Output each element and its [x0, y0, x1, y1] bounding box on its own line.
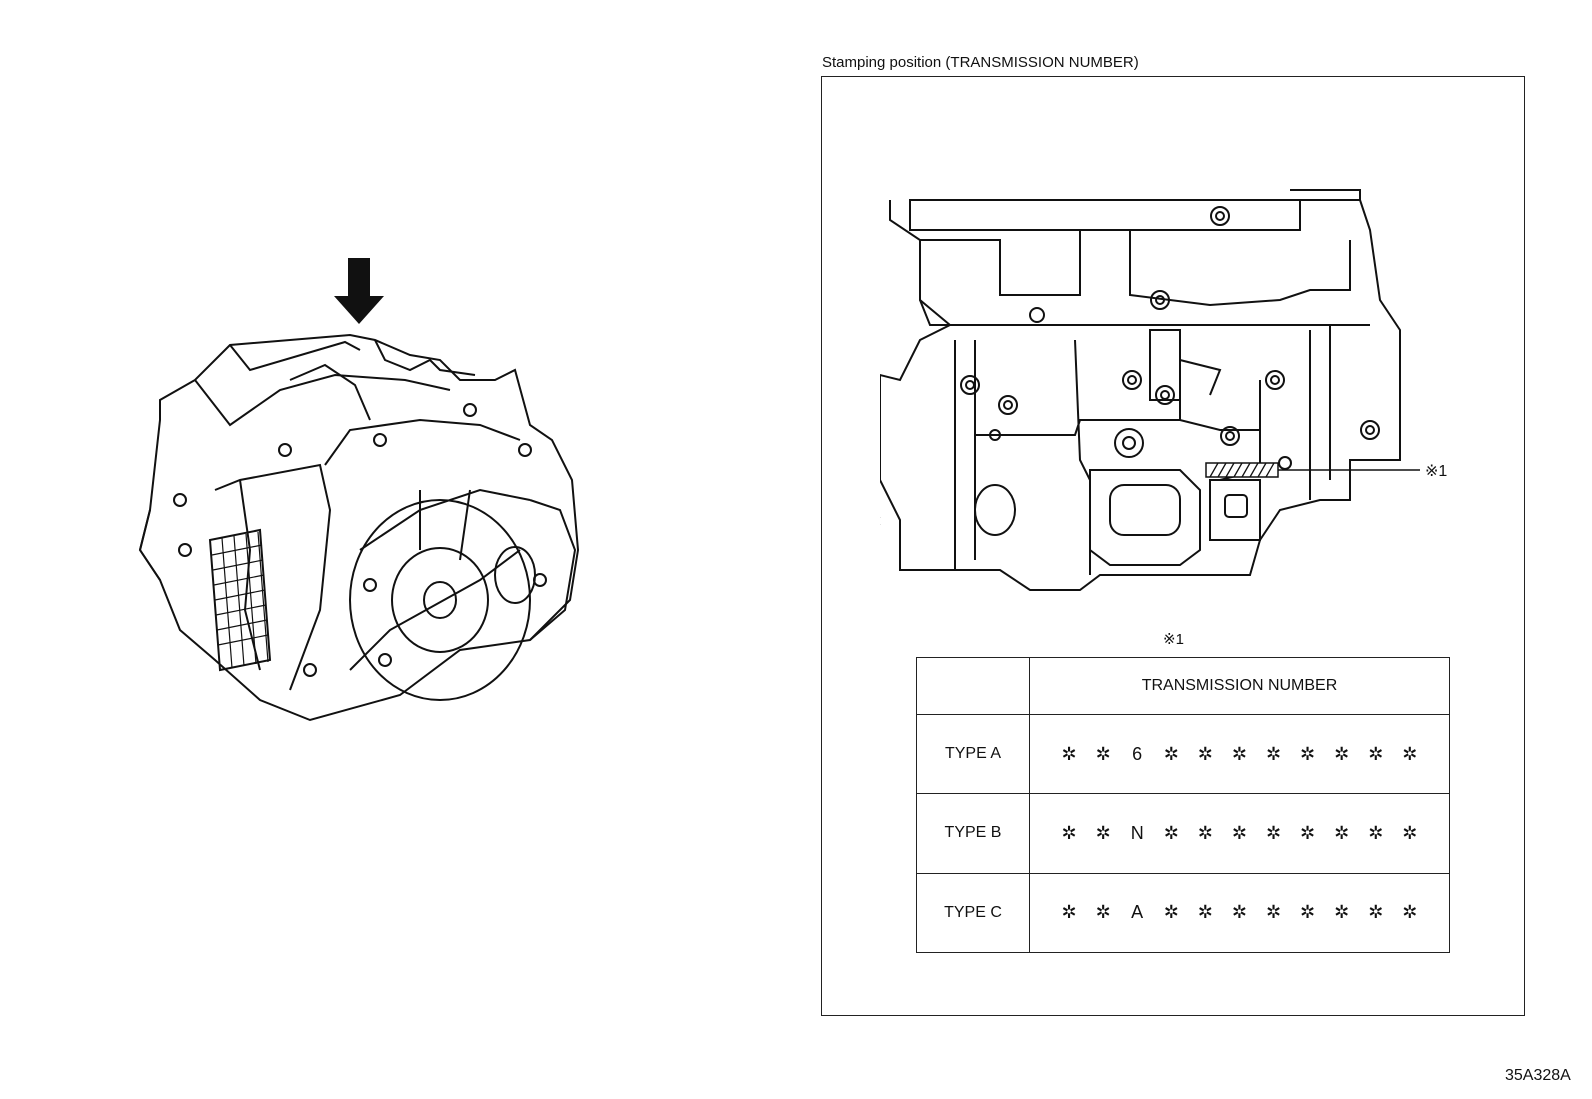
- digit: ✲: [1300, 902, 1316, 923]
- digit: ✲: [1334, 822, 1350, 843]
- type-label: TYPE B: [916, 793, 1030, 874]
- digit: ✲: [1368, 822, 1384, 843]
- digit: ✲: [1265, 743, 1282, 764]
- digit: ✲: [1197, 743, 1213, 764]
- digit: ✲: [1334, 902, 1350, 923]
- digit: ✲: [1095, 902, 1111, 923]
- digit: ✲: [1061, 743, 1077, 764]
- transmission-side-view-drawing: ※1: [880, 189, 1447, 591]
- digit: N: [1130, 822, 1144, 843]
- table-row: TYPE A ✲ ✲ 6 ✲ ✲ ✲ ✲ ✲ ✲ ✲ ✲: [916, 713, 1450, 795]
- type-label: TYPE A: [916, 713, 1030, 795]
- stamping-position-caption: Stamping position (TRANSMISSION NUMBER): [822, 54, 1139, 71]
- digit: 6: [1132, 743, 1143, 764]
- digit: ✲: [1402, 902, 1418, 923]
- digit: ✲: [1265, 822, 1282, 843]
- digit: ✲: [1231, 743, 1247, 764]
- digit: ✲: [1368, 743, 1384, 764]
- digit: ✲: [1197, 902, 1213, 923]
- table-header-row: TRANSMISSION NUMBER: [916, 657, 1450, 715]
- callout-marker: ※1: [1425, 463, 1447, 480]
- digit-pattern: ✲ ✲ N ✲ ✲ ✲ ✲ ✲ ✲ ✲ ✲: [1029, 793, 1450, 874]
- digit: ✲: [1402, 822, 1418, 843]
- empty-header-cell: [916, 657, 1030, 715]
- digit: ✲: [1334, 743, 1350, 764]
- digit: ✲: [1300, 822, 1316, 843]
- transmission-number-table: TRANSMISSION NUMBER TYPE A ✲ ✲ 6 ✲ ✲ ✲ ✲…: [916, 657, 1450, 954]
- digit: ✲: [1265, 902, 1282, 923]
- digit: ✲: [1095, 822, 1111, 843]
- digit-pattern: ✲ ✲ 6 ✲ ✲ ✲ ✲ ✲ ✲ ✲ ✲: [1029, 713, 1450, 795]
- digit: ✲: [1231, 822, 1247, 843]
- table-row: TYPE B ✲ ✲ N ✲ ✲ ✲ ✲ ✲ ✲ ✲ ✲: [916, 793, 1450, 874]
- hatched-stamp-area-icon: [1205, 462, 1279, 478]
- digit: ✲: [1061, 822, 1077, 843]
- digit: ✲: [1197, 822, 1213, 843]
- down-arrow-icon: [334, 258, 384, 324]
- digit-pattern: ✲ ✲ A ✲ ✲ ✲ ✲ ✲ ✲ ✲ ✲: [1029, 872, 1450, 954]
- digit: ✲: [1061, 902, 1077, 923]
- digit: ✲: [1163, 902, 1179, 923]
- transmission-number-header: TRANSMISSION NUMBER: [1029, 657, 1450, 715]
- detail-frame: [821, 76, 1525, 1016]
- type-label: TYPE C: [916, 872, 1030, 954]
- table-row: TYPE C ✲ ✲ A ✲ ✲ ✲ ✲ ✲ ✲ ✲ ✲: [916, 872, 1450, 954]
- digit: A: [1131, 902, 1144, 923]
- digit: ✲: [1163, 743, 1179, 764]
- figure-code: 35A328A: [1505, 1067, 1571, 1084]
- transmission-assembly-drawing: [138, 258, 580, 722]
- digit: ✲: [1095, 743, 1111, 764]
- digit: ✲: [1231, 902, 1247, 923]
- digit: ✲: [1300, 743, 1316, 764]
- digit: ✲: [1163, 822, 1179, 843]
- digit: ✲: [1368, 902, 1384, 923]
- note-reference: ※1: [1163, 631, 1184, 648]
- digit: ✲: [1402, 743, 1418, 764]
